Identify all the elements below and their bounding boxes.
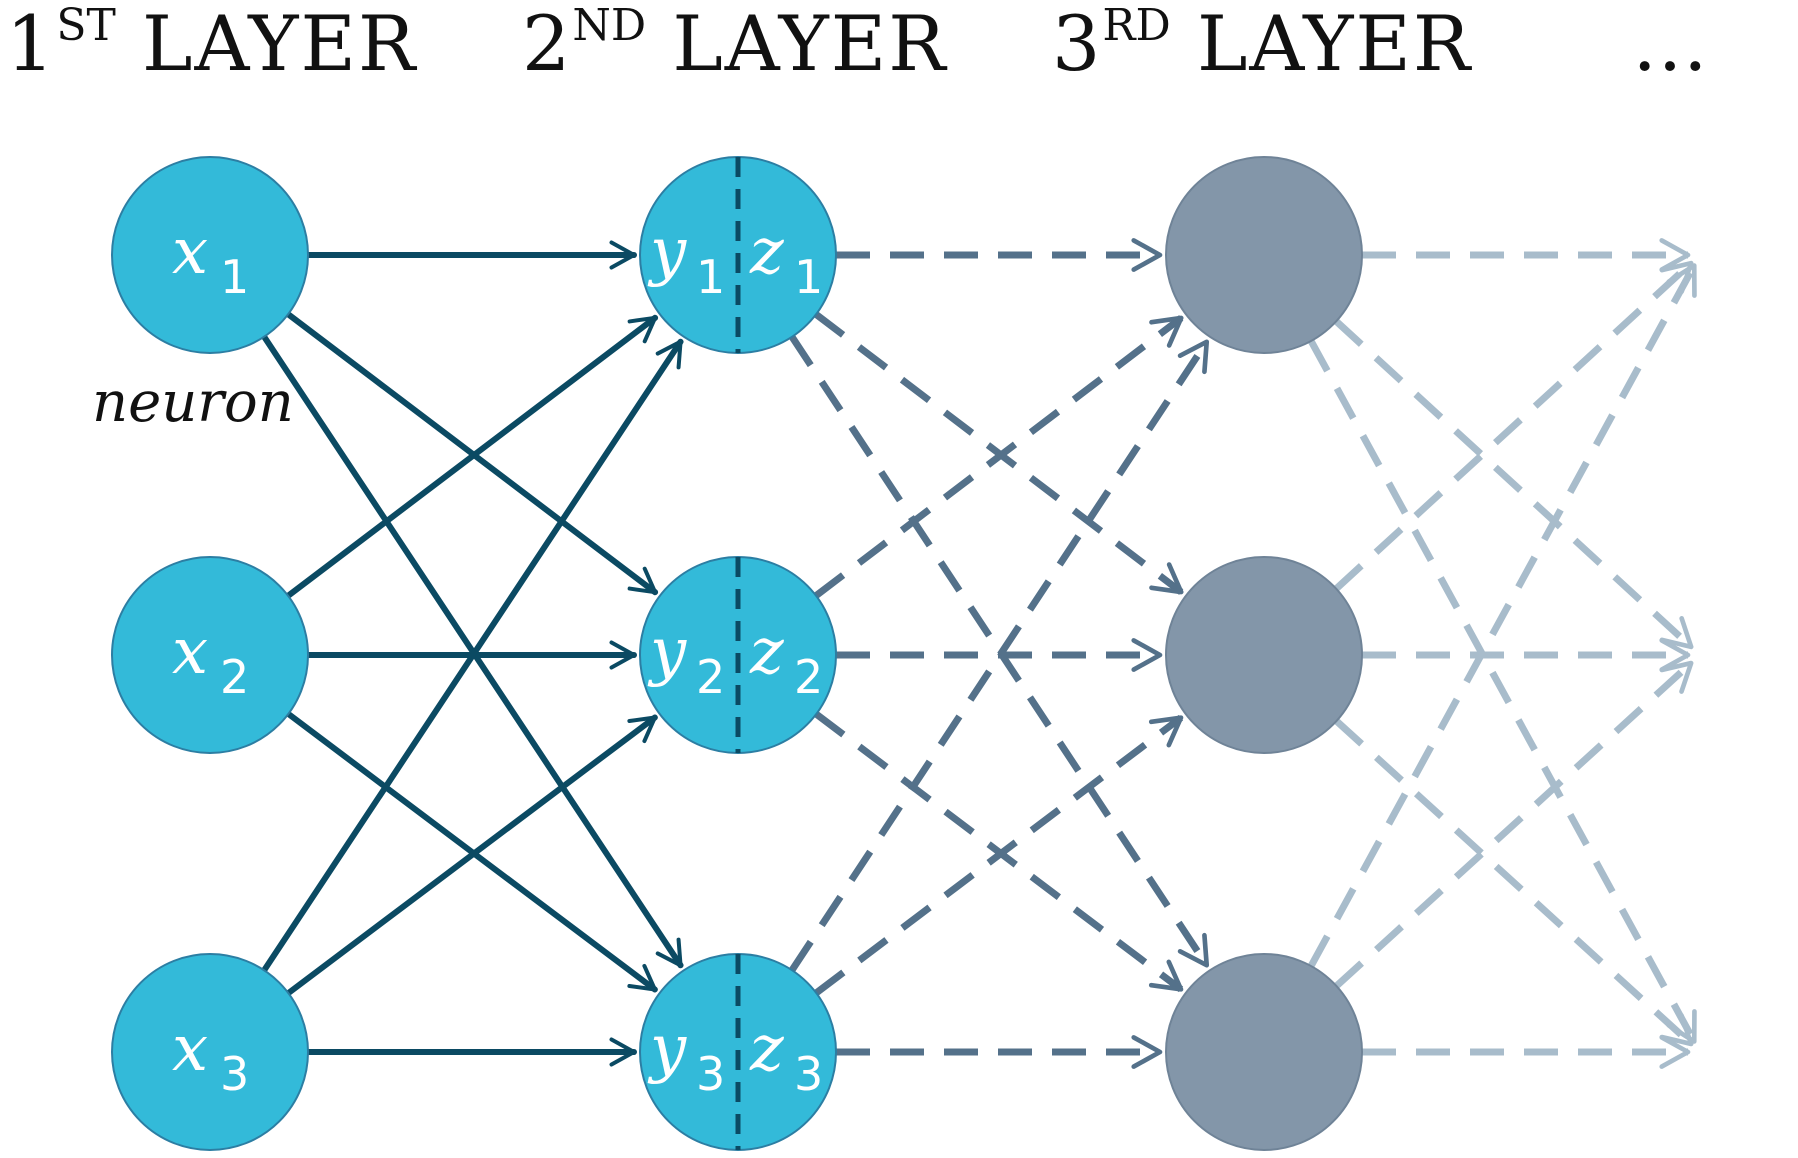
neuron-z-subscript: 3 xyxy=(794,1047,823,1101)
neuron-z-subscript: 2 xyxy=(794,650,823,704)
edge-l3-1-to-next-2 xyxy=(1333,318,1694,650)
edge-yz1-to-l3-3 xyxy=(789,334,1210,968)
neuron-var-label: x xyxy=(172,1012,208,1086)
edge-yz3-to-l3-1 xyxy=(789,339,1210,973)
edge-x2-to-yz1 xyxy=(285,314,659,599)
edge-yz3-to-l3-2 xyxy=(814,714,1184,996)
neuron-layer3-2 xyxy=(1165,556,1363,754)
layer-2-header: 2ND LAYER xyxy=(522,0,948,88)
edge-x3-to-yz2 xyxy=(285,714,658,997)
neuron-layer3-3 xyxy=(1165,953,1363,1151)
edge-l3-1-to-next-3 xyxy=(1307,339,1698,1044)
edge-l3-2-to-next-1 xyxy=(1333,260,1694,592)
neuron-subscript: 3 xyxy=(220,1047,249,1101)
layer-3-header: 3RD LAYER xyxy=(1052,0,1473,88)
neuron-circle xyxy=(111,156,309,354)
edge-l3-2-to-next-3 xyxy=(1334,718,1694,1047)
edge-l3-3-to-next-2 xyxy=(1334,660,1694,989)
neuron-label: neuron xyxy=(92,370,294,435)
neuron-y-label: y xyxy=(647,615,687,689)
ellipsis-header: … xyxy=(1632,0,1710,88)
neuron-y-subscript: 1 xyxy=(696,250,725,304)
neuron-subscript: 1 xyxy=(220,250,249,304)
neuron-circle xyxy=(111,953,309,1151)
neuron-subscript: 2 xyxy=(220,650,249,704)
neuron-y-subscript: 2 xyxy=(696,650,725,704)
neuron-circle xyxy=(111,556,309,754)
neuron-var-label: x xyxy=(172,215,208,289)
neuron-layer3-1 xyxy=(1165,156,1363,354)
layer-1-header: 1ST LAYER xyxy=(6,0,418,88)
neuron-z-label: z xyxy=(749,1012,785,1086)
neuron-z-label: z xyxy=(749,615,785,689)
neuron-y-label: y xyxy=(647,1012,687,1086)
edge-x3-to-yz1 xyxy=(261,338,684,974)
neuron-y-label: y xyxy=(647,215,687,289)
neuron-y-subscript: 3 xyxy=(696,1047,725,1101)
neuron-z-subscript: 1 xyxy=(794,250,823,304)
neuron-z-label: z xyxy=(749,215,785,289)
edge-yz2-to-l3-1 xyxy=(813,315,1184,599)
edge-l3-3-to-next-1 xyxy=(1307,263,1698,968)
neuron-var-label: x xyxy=(172,615,208,689)
